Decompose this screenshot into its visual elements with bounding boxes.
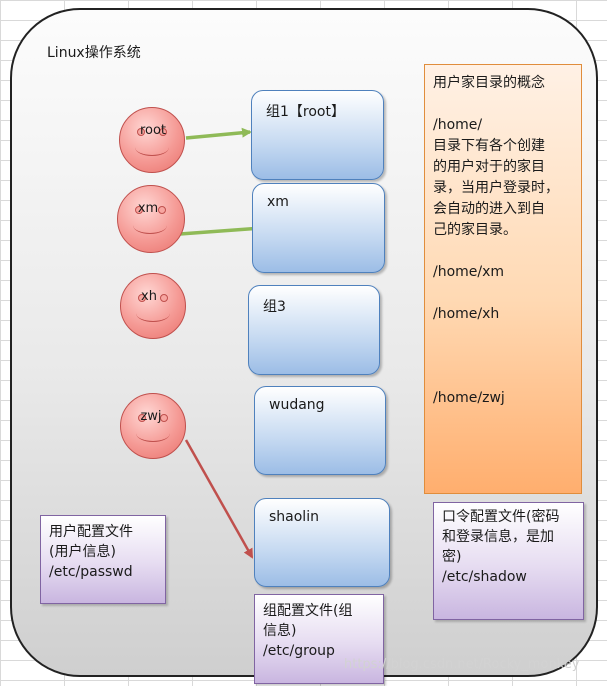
user-config-line: /etc/passwd [49, 564, 133, 580]
arrow-xm-to-group-xm [179, 223, 264, 236]
eye-icon [160, 414, 168, 422]
home-path-xh: /home/xh [433, 306, 500, 322]
user-name: xh [141, 289, 157, 304]
user-name: xm [137, 201, 159, 216]
home-directory-note: 用户家目录的概念 /home/ 目录下有各个创建 的用户对于的家目 录，当用户登… [424, 64, 582, 494]
shadow-config-line: /etc/shadow [442, 569, 527, 585]
eye-icon [160, 294, 168, 302]
os-title: Linux操作系统 [47, 45, 141, 61]
group-xm: xm [252, 183, 385, 273]
eye-icon [135, 206, 143, 214]
group-config-line: 信息) [263, 623, 297, 639]
group-1-root: 组1【root】 [251, 90, 384, 180]
user-config-note: 用户配置文件 (用户信息) /etc/passwd [40, 515, 166, 604]
smile-icon [136, 425, 170, 442]
group-wudang: wudang [254, 386, 386, 475]
home-path-zwj: /home/zwj [433, 390, 505, 406]
group-label: 组3 [263, 299, 286, 315]
eye-icon [138, 414, 146, 422]
home-note-title: 用户家目录的概念 [433, 75, 545, 91]
home-path-xm: /home/xm [433, 264, 505, 280]
user-name: root [139, 123, 167, 138]
user-xm: xm [117, 185, 185, 253]
arrow-zwj-to-shaolin [184, 439, 254, 559]
group-label: xm [267, 194, 289, 210]
user-config-line: (用户信息) [49, 544, 116, 560]
user-name: zwj [140, 409, 162, 424]
smile-icon [136, 305, 170, 322]
eye-icon [137, 128, 145, 136]
user-root: root [119, 107, 185, 173]
smile-icon [135, 139, 169, 156]
group-config-line: 组配置文件(组 [263, 603, 353, 619]
eye-icon [138, 294, 146, 302]
home-note-path: /home/ [433, 117, 483, 133]
shadow-config-line: 口令配置文件(密码 [442, 509, 560, 525]
eye-icon [159, 128, 167, 136]
user-xh: xh [120, 273, 186, 339]
group-label: 组1【root】 [266, 104, 345, 120]
eye-icon [158, 206, 166, 214]
group-label: shaolin [269, 509, 319, 525]
group-3: 组3 [248, 285, 380, 375]
watermark: https://blog.csdn.net/Rocky_monkey [344, 657, 580, 672]
shadow-config-note: 口令配置文件(密码 和登录信息，是加 密) /etc/shadow [433, 502, 584, 620]
group-config-line: /etc/group [263, 643, 335, 659]
group-config-note: 组配置文件(组 信息) /etc/group [254, 594, 384, 684]
home-note-description: 目录下有各个创建 的用户对于的家目 录，当用户登录时， 会自动的进入到自 己的家… [433, 138, 559, 238]
arrow-root-to-group1 [185, 127, 252, 140]
group-shaolin: shaolin [254, 498, 390, 587]
shadow-config-line: 和登录信息，是加 [442, 529, 554, 545]
shadow-config-line: 密) [442, 549, 462, 565]
smile-icon [133, 217, 167, 234]
group-label: wudang [269, 397, 325, 413]
user-zwj: zwj [120, 393, 186, 459]
user-config-line: 用户配置文件 [49, 524, 133, 540]
